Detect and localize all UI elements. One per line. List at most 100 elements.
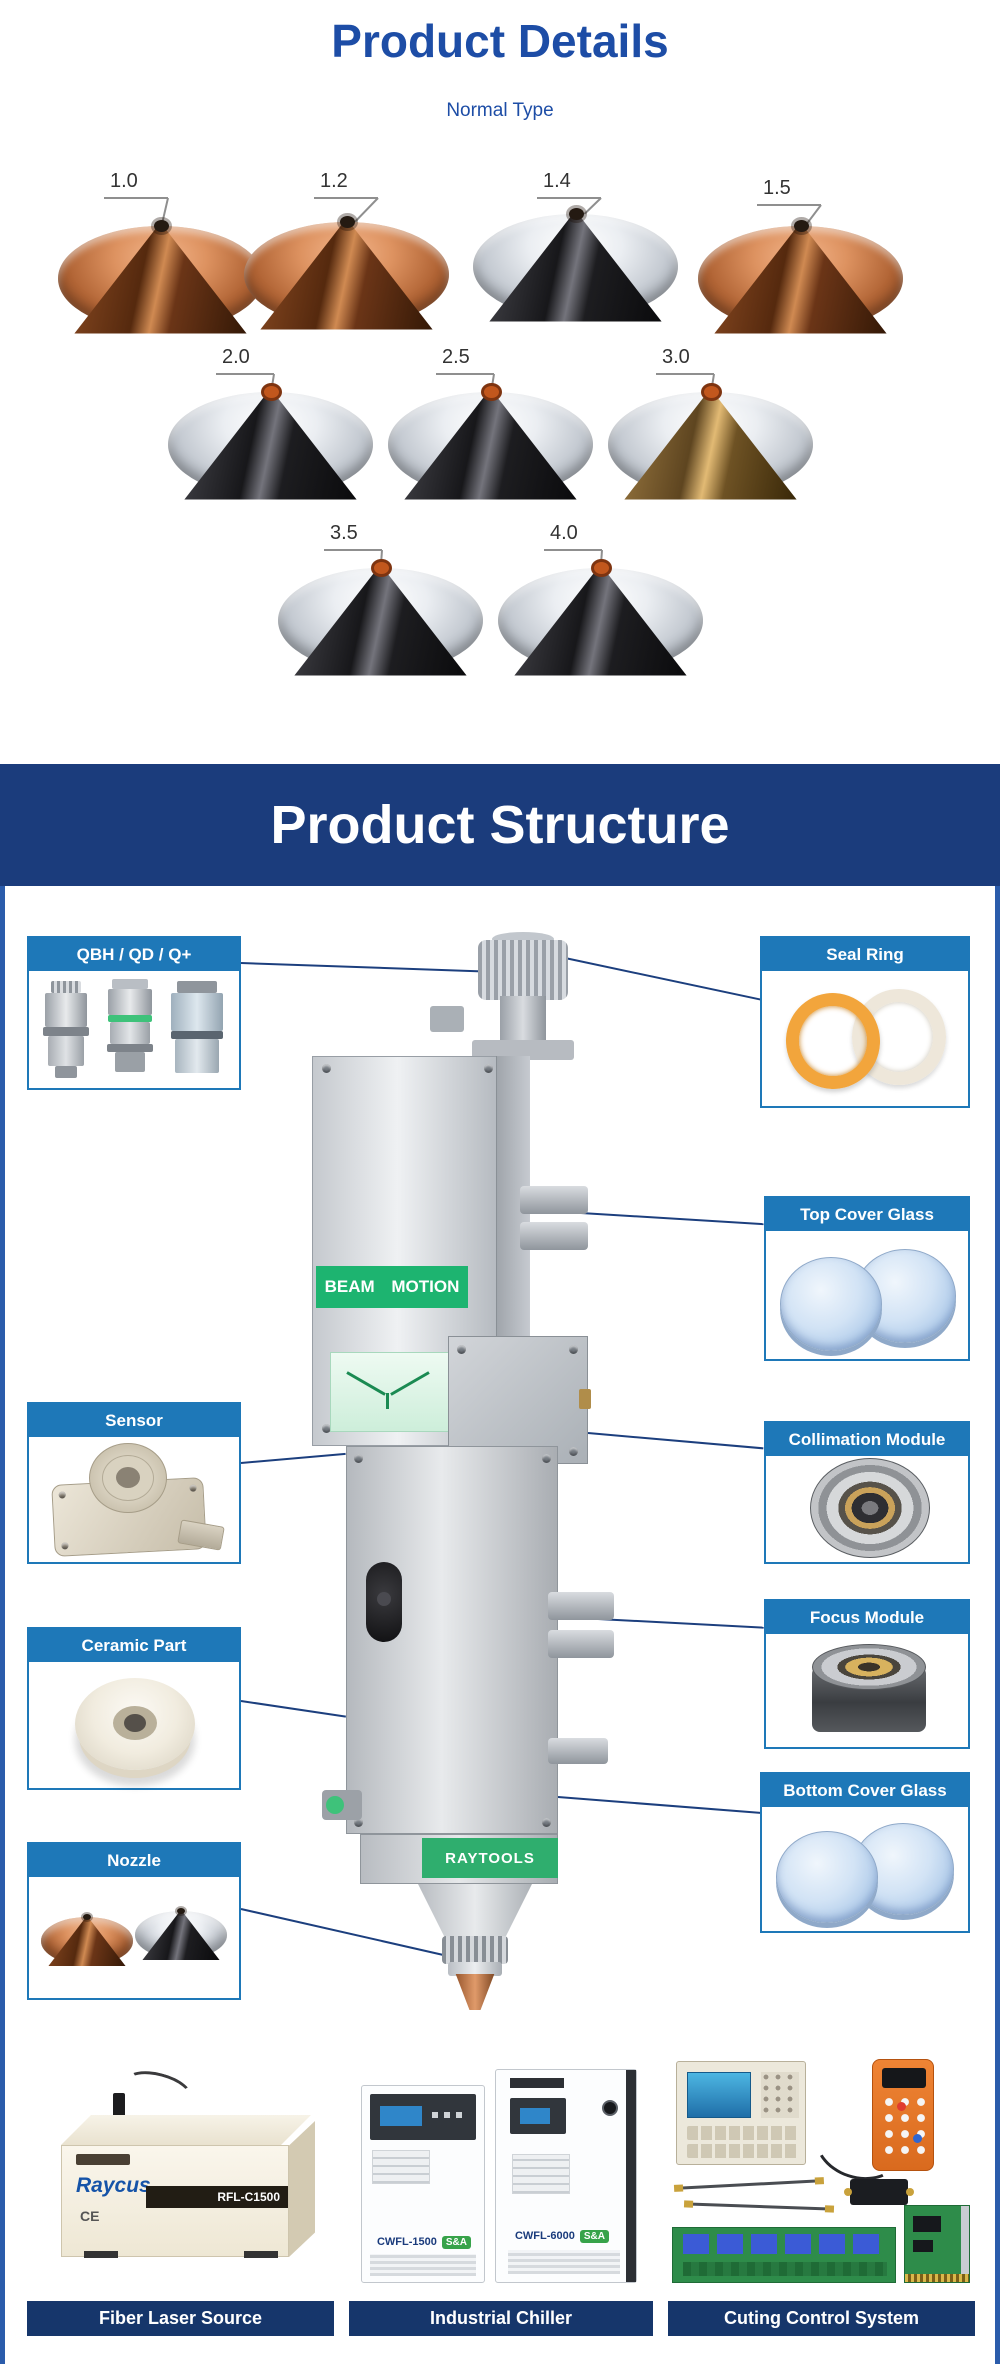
chiller-panel [370, 2094, 476, 2140]
nozzle-hole [339, 215, 355, 228]
control-system-image [668, 2057, 975, 2297]
chiller-sticker [512, 2154, 570, 2194]
water-fitting [520, 1186, 588, 1214]
nozzle-mini-chrome [135, 1905, 227, 1973]
card-bracket [961, 2206, 969, 2276]
callout-collimation-module: Collimation Module [764, 1421, 970, 1564]
sa-badge: S&A [579, 2229, 610, 2243]
bottom-cover-glass-image [762, 1807, 968, 1927]
fiber-cable [119, 2064, 197, 2116]
chiller-display [380, 2106, 422, 2126]
section-banner-title: Product Structure [270, 795, 730, 855]
fiber-laser-source-image: Raycus CE RFL-C1500 [27, 2057, 334, 2297]
sensor-boss [89, 1443, 167, 1513]
page-title: Product Details [331, 15, 669, 67]
sa-badge: S&A [441, 2235, 472, 2249]
water-fitting [520, 1222, 588, 1250]
cover-glass-lens [776, 1831, 878, 1923]
callout-bottom-cover-glass: Bottom Cover Glass [760, 1772, 970, 1933]
rf-cable [673, 2175, 825, 2195]
leader-line [216, 373, 274, 375]
nozzle-size-label: 3.5 [330, 522, 358, 544]
chip [913, 2216, 941, 2232]
callout-bottom-cover-glass-title: Bottom Cover Glass [762, 1774, 968, 1807]
qplus-connector [171, 981, 223, 1073]
chiller-vents [508, 2250, 620, 2274]
laser-source-front-face: Raycus CE RFL-C1500 [61, 2145, 289, 2258]
nozzle-hole [483, 385, 499, 398]
nozzle-image-1-2 [244, 208, 449, 358]
sensor-plug [322, 1790, 362, 1820]
relays [683, 2234, 887, 2254]
head-collar [472, 1040, 574, 1060]
water-fitting [548, 1630, 614, 1658]
qbh-connector [43, 981, 89, 1078]
page-subtitle: Normal Type [446, 100, 554, 121]
top-cover-glass-image [766, 1231, 968, 1355]
focus-knob [377, 1592, 391, 1606]
ceramic-ring [75, 1678, 195, 1770]
gold-edge-connector [905, 2274, 969, 2282]
nozzle-size-label: 3.0 [662, 346, 690, 368]
section-banner: Product Structure [0, 764, 1000, 886]
screw [354, 1454, 363, 1463]
controller-keys-row [687, 2126, 799, 2140]
callout-seal-ring: Seal Ring [760, 936, 970, 1108]
nozzle-holder [442, 1936, 508, 1964]
model-band: RFL-C1500 [146, 2186, 288, 2208]
leader-line [656, 373, 714, 375]
nozzle-image-4-0 [498, 554, 703, 704]
leader-line [436, 373, 494, 375]
beam-motion-sticker: BEAM MOTION [316, 1266, 468, 1308]
nozzle-size-label: 1.5 [763, 177, 791, 199]
callout-collimation-title: Collimation Module [766, 1423, 968, 1456]
chiller-unit-small: CWFL-1500 S&A [361, 2085, 485, 2283]
control-system-label: Cuting Control System [668, 2301, 975, 2336]
screw [542, 1454, 551, 1463]
collimation-lens-rings [810, 1458, 930, 1558]
nozzle-size-label: 4.0 [550, 522, 578, 544]
callout-top-cover-glass: Top Cover Glass [764, 1196, 970, 1361]
nozzle-size-label: 1.0 [110, 170, 138, 192]
leader-line [544, 549, 602, 551]
nozzle-parts-image [29, 1877, 239, 1994]
qbh-connectors-image [29, 971, 239, 1084]
callout-ceramic-title: Ceramic Part [29, 1629, 239, 1662]
chiller-model-row: CWFL-1500 S&A [370, 2234, 478, 2250]
callout-sensor: Sensor [27, 1402, 241, 1564]
nozzle-hole [593, 561, 609, 574]
sensor-image [29, 1437, 239, 1558]
callout-nozzle: Nozzle [27, 1842, 241, 2000]
nozzle-image-3-0 [608, 378, 813, 528]
nozzle-size-label: 2.0 [222, 346, 250, 368]
industrial-chiller-image: CWFL-1500 S&A CWFL-6000 S&A [349, 2057, 653, 2297]
chiller-vents [370, 2254, 476, 2276]
foot [84, 2251, 118, 2258]
remote-button-blue [913, 2134, 922, 2143]
beam-line [346, 1371, 386, 1396]
nozzle-image-1-4 [473, 200, 678, 350]
callout-qbh: QBH / QD / Q+ [27, 936, 241, 1090]
nozzle-hole [373, 561, 389, 574]
focus-module-image [766, 1634, 968, 1743]
chiller-model: CWFL-6000 [514, 2230, 575, 2242]
remote-control [872, 2059, 934, 2171]
chiller-panel [510, 2098, 566, 2134]
focus-module-lens [812, 1644, 926, 1690]
nozzle-image-2-5 [388, 378, 593, 528]
chiller-top-vent [510, 2078, 564, 2088]
nozzle-image-1-5 [698, 212, 903, 362]
leader-line [757, 204, 821, 206]
callout-sensor-title: Sensor [29, 1404, 239, 1437]
ceramic-part-image [29, 1662, 239, 1784]
terminal-strip [683, 2262, 887, 2276]
controller-keys-row [687, 2144, 799, 2158]
head-neck [500, 996, 546, 1044]
nozzle-hole [568, 207, 584, 220]
front-slot [76, 2154, 130, 2165]
nozzle-hole [153, 219, 169, 232]
chiller-dial [602, 2100, 618, 2116]
nozzle-hole [703, 385, 719, 398]
chiller-model: CWFL-1500 [376, 2236, 437, 2248]
nozzle-size-label: 1.2 [320, 170, 348, 192]
